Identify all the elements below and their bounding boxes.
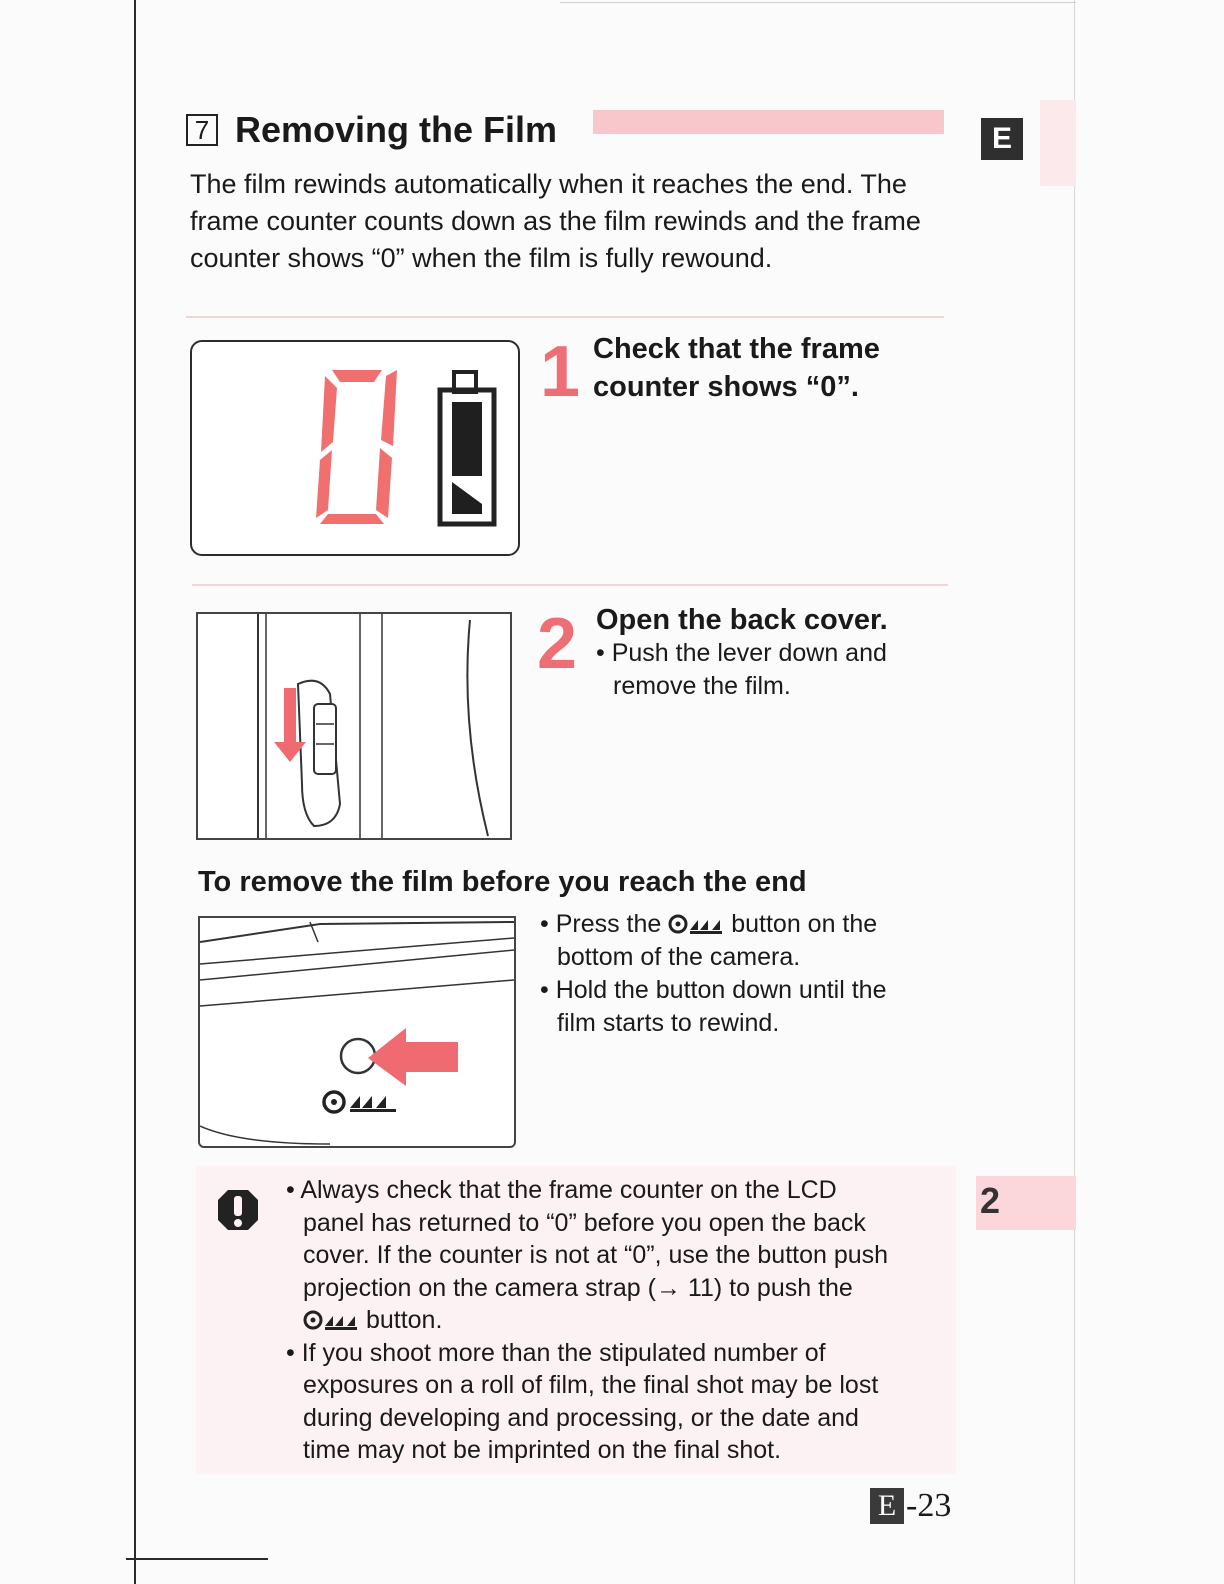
caution-text: • Always check that the frame counter on… <box>286 1174 946 1467</box>
rewind-bullets: • Press the button on the bottom of the … <box>540 908 940 1040</box>
step-2-bullet-line-1: Push the lever down and <box>611 639 887 667</box>
right-border-line <box>1074 0 1075 1584</box>
left-border-line <box>134 0 136 1584</box>
section-title: Removing the Film <box>235 109 558 150</box>
section-divider <box>186 316 944 318</box>
bullet-dot: • <box>540 910 556 938</box>
caution-box <box>196 1166 956 1474</box>
rewind-button-icon <box>668 914 723 934</box>
top-border-line <box>560 2 1076 3</box>
note-b1-line-1: Always check that the frame counter on t… <box>300 1176 837 1204</box>
page-number: -23 <box>906 1487 952 1524</box>
left-arrow-icon <box>368 1028 458 1086</box>
step-2-bullet: • Push the lever down and remove the fil… <box>596 637 887 703</box>
rewind-b1-pre: Press the <box>555 910 662 938</box>
bullet-dot: • <box>596 639 612 667</box>
note-b2-line-2: exposures on a roll of film, the final s… <box>303 1371 879 1399</box>
step-2-title: Open the back cover. <box>596 604 888 636</box>
title-accent-bar <box>593 110 944 134</box>
bullet-dot: • <box>540 976 556 1004</box>
chapter-tab: 2 <box>976 1176 1076 1230</box>
language-tab: E <box>981 118 1023 160</box>
rewind-heading: To remove the film before you reach the … <box>198 866 807 898</box>
rewind-button-icon <box>303 1310 357 1330</box>
section-number: 7 <box>186 114 218 146</box>
note-b1-line-3: cover. If the counter is not at “0”, use… <box>303 1241 889 1269</box>
warning-icon <box>218 1190 258 1230</box>
rewind-b2-line-1: Hold the button down until the <box>555 976 887 1004</box>
rewind-button-icon <box>322 1090 396 1114</box>
lcd-panel-illustration <box>190 340 520 556</box>
lcd-zero-digit <box>316 370 497 527</box>
page-prefix: E <box>870 1488 904 1524</box>
note-b2-line-1: If you shoot more than the stipulated nu… <box>301 1338 826 1367</box>
step-2-bullet-line-2: remove the film. <box>613 672 791 700</box>
back-cover-illustration <box>196 612 512 840</box>
note-b2-line-4: time may not be imprinted on the final s… <box>303 1436 782 1464</box>
chapter-number: 2 <box>980 1180 1001 1221</box>
bullet-dot: • <box>286 1338 302 1367</box>
intro-paragraph: The film rewinds automatically when it r… <box>190 169 921 273</box>
step-2-number: 2 <box>537 604 578 684</box>
rewind-b2-line-2: film starts to rewind. <box>557 1009 780 1037</box>
rewind-b1-post: button on the <box>731 910 878 938</box>
rewind-b1-line-2: bottom of the camera. <box>557 943 801 971</box>
side-tab-band <box>1040 100 1076 186</box>
step-1-number: 1 <box>540 332 581 412</box>
note-b2-line-3: during developing and processing, or the… <box>303 1403 859 1432</box>
bottom-border-line <box>126 1558 268 1560</box>
camera-bottom-drawing <box>199 921 515 1145</box>
bullet-dot: • <box>286 1176 301 1204</box>
step-1-title: Check that the frame counter shows “0”. <box>593 330 880 406</box>
step-1-title-line-2: counter shows “0”. <box>593 371 859 403</box>
note-b1-line-4: projection on the camera strap (→ 11) to… <box>303 1273 853 1302</box>
note-b1-line-5: button. <box>365 1306 443 1334</box>
step-1-title-line-1: Check that the frame <box>593 333 880 365</box>
camera-back-drawing <box>257 614 489 838</box>
battery-icon <box>437 370 497 527</box>
note-b1-line-2: panel has returned to “0” before you ope… <box>303 1208 866 1237</box>
rewind-button-illustration <box>198 916 516 1148</box>
down-arrow-icon <box>274 688 306 762</box>
step-divider <box>192 584 948 586</box>
